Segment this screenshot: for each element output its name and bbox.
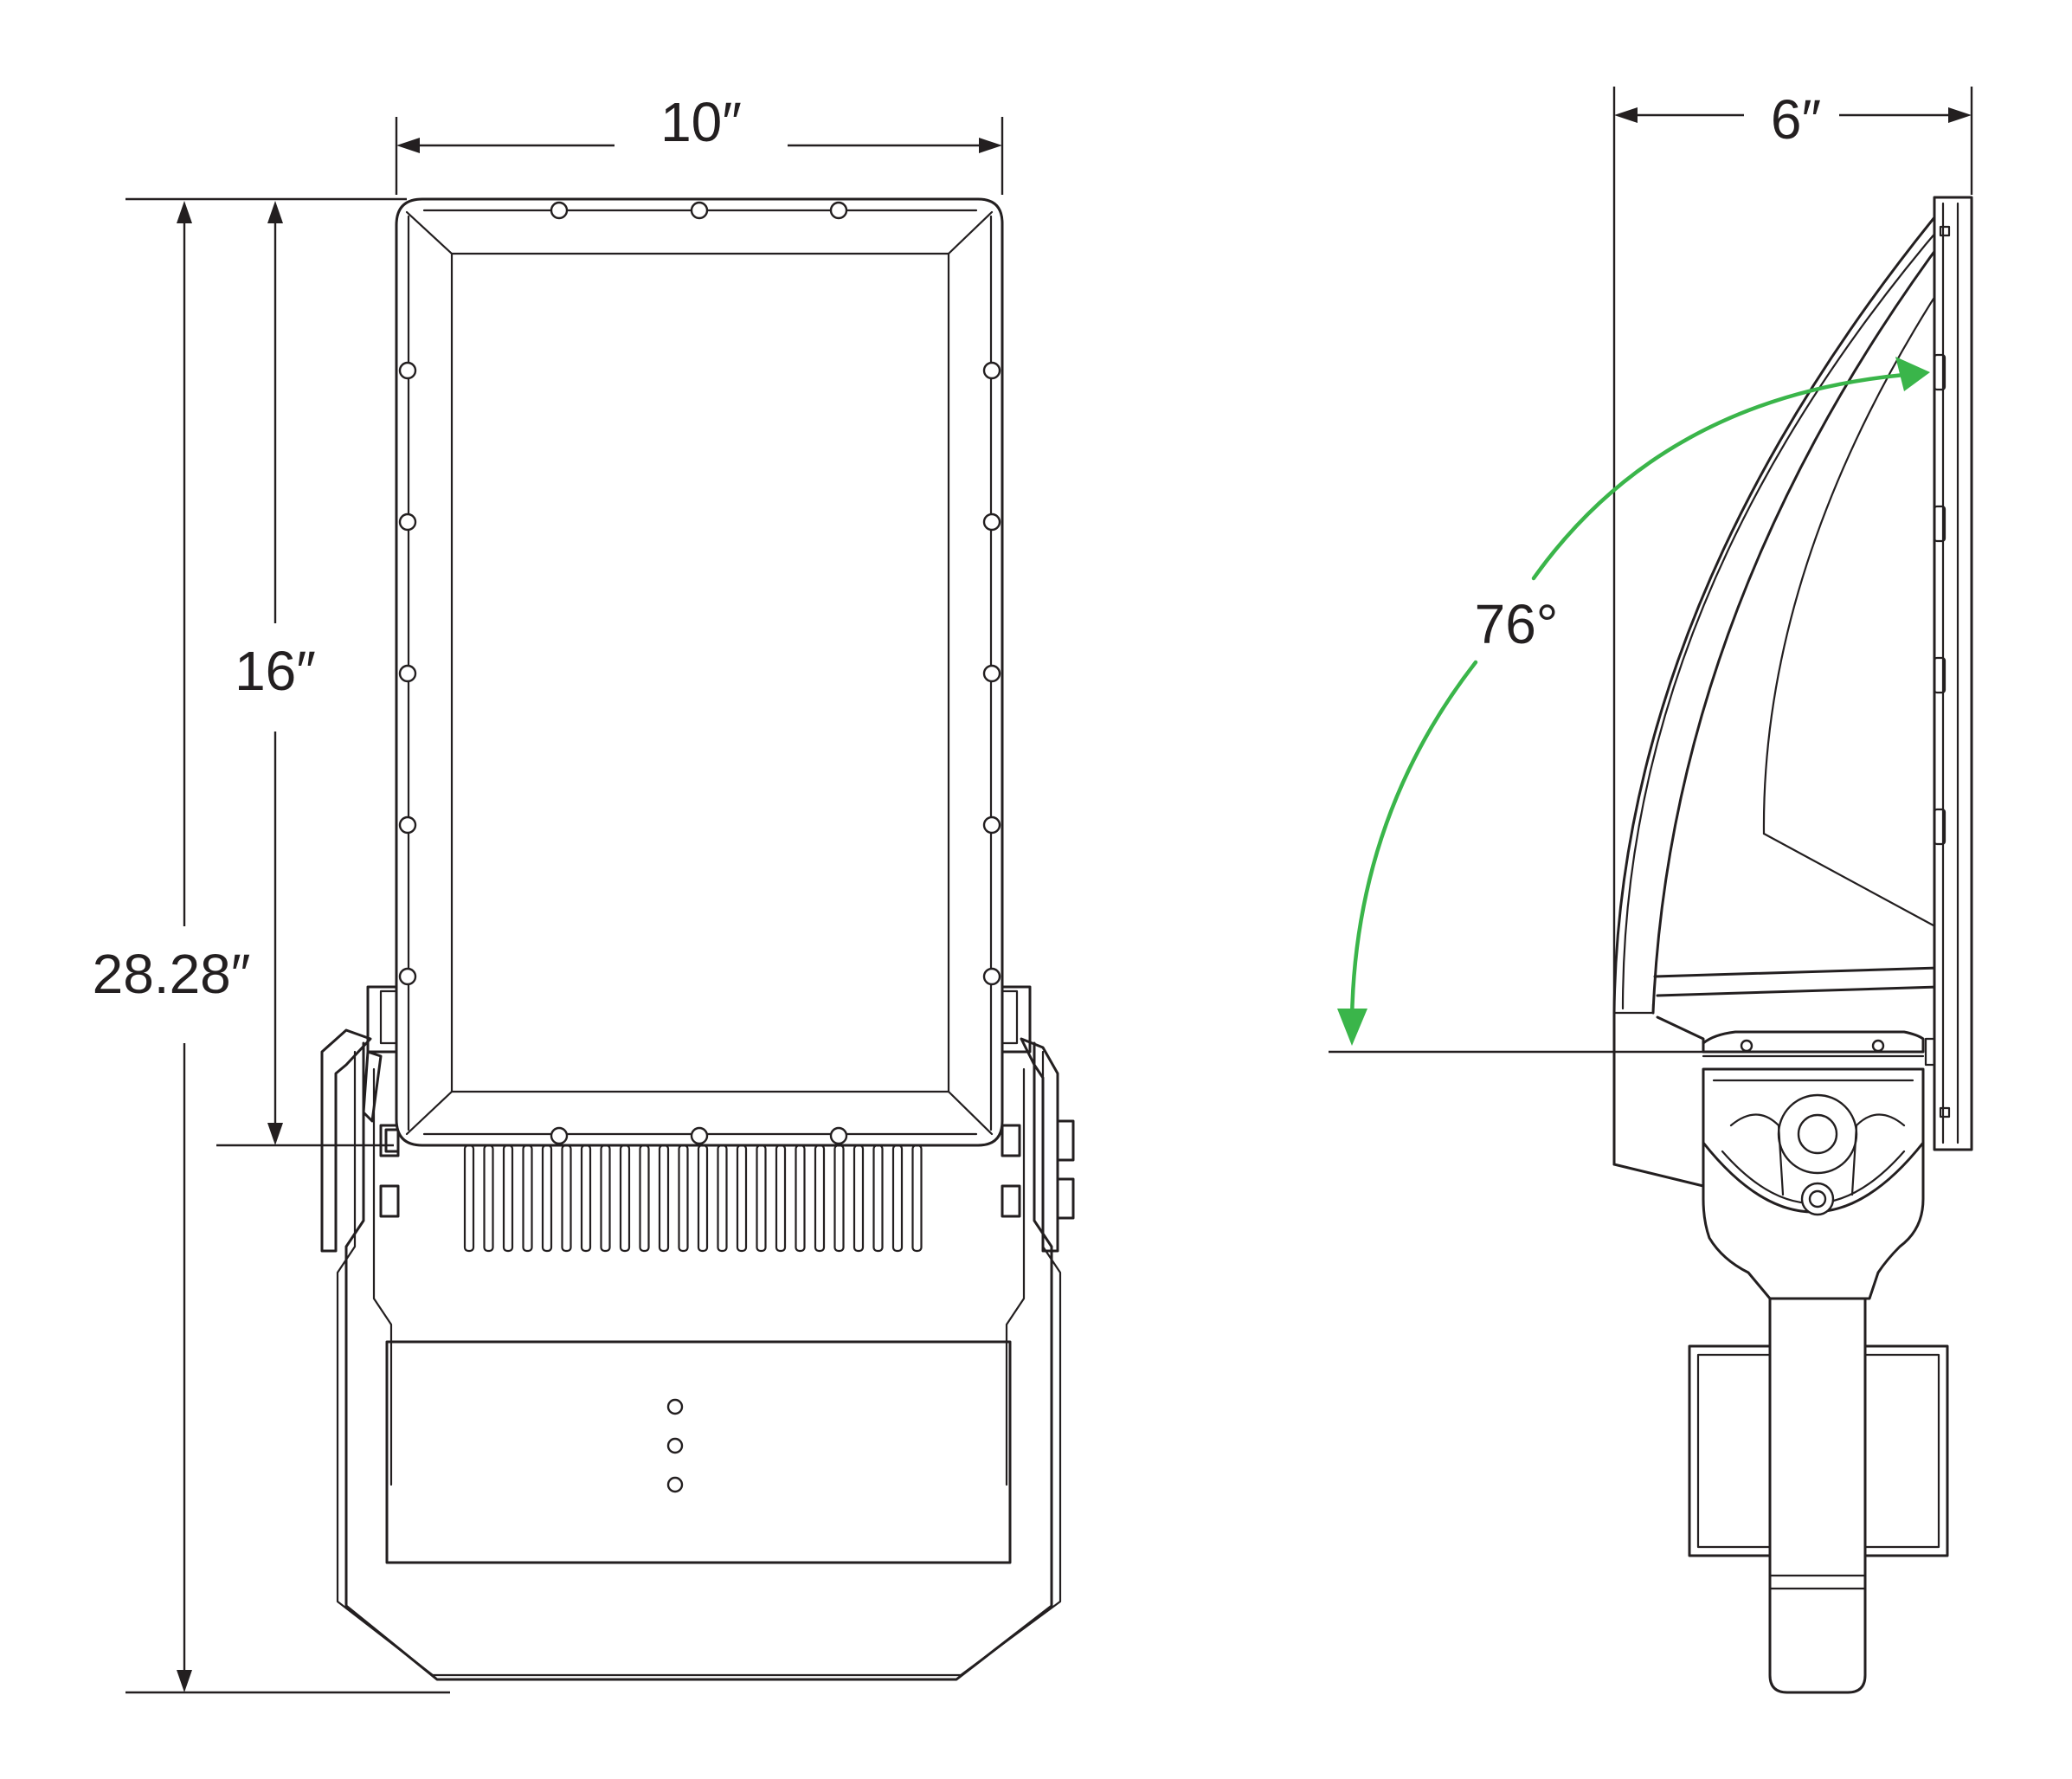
heat-sink-fin	[522, 1144, 533, 1253]
heat-sink-fin	[639, 1144, 650, 1253]
screw-hole	[690, 1126, 709, 1145]
screw-hole	[398, 815, 417, 835]
depth-label: 6″	[1771, 88, 1821, 151]
side-housing	[1612, 210, 1956, 1188]
fixture-housing	[395, 197, 1004, 1147]
depth-dimension: 6″	[1612, 87, 1973, 1164]
heat-sink-fins	[463, 1144, 923, 1253]
screw-hole	[982, 815, 1001, 835]
overall-height-label: 28.28″	[93, 943, 251, 1005]
heat-sink-fin	[678, 1144, 689, 1253]
lens-frame-tab	[1933, 505, 1947, 543]
mounting-arm	[1768, 1254, 1867, 1694]
screw-hole	[690, 201, 709, 220]
heat-sink-fin	[658, 1144, 670, 1253]
heat-sink-fin	[619, 1144, 631, 1253]
heat-sink-fin	[814, 1144, 826, 1253]
tilt-angle-indicator: 76°	[1329, 357, 1930, 1054]
lens-frame-tabs	[1933, 353, 1947, 846]
heat-sink-fin	[853, 1144, 865, 1253]
screw-hole	[398, 361, 417, 380]
heat-sink-fin	[541, 1144, 553, 1253]
lens-frame-tab	[1933, 808, 1947, 846]
heat-sink-fin	[697, 1144, 709, 1253]
heat-sink-fin	[463, 1144, 475, 1253]
screw-hole	[982, 512, 1001, 532]
screw-hole	[982, 967, 1001, 986]
frame-screw-holes	[398, 201, 1001, 1145]
heat-sink-fin	[833, 1144, 845, 1253]
tilt-angle-label: 76°	[1475, 593, 1559, 655]
heat-sink-fin	[911, 1144, 923, 1253]
heat-sink-fin	[872, 1144, 884, 1253]
front-view: 10″ 16″ 28.28″	[93, 91, 1075, 1694]
heat-sink-fin	[756, 1144, 767, 1253]
lens-frame-tab	[1933, 656, 1947, 694]
heat-sink-fin	[600, 1144, 611, 1253]
driver-box	[385, 1340, 1012, 1564]
width-label: 10″	[660, 91, 742, 153]
heat-sink-fin	[775, 1144, 787, 1253]
screw-hole	[550, 201, 569, 220]
heat-sink-fin	[736, 1144, 748, 1253]
screw-hole	[398, 664, 417, 683]
side-view: 6″ 76°	[1329, 87, 1973, 1694]
overall-height-dimension: 28.28″	[93, 197, 450, 1694]
heat-sink-fin	[561, 1144, 572, 1253]
right-side-bracket	[998, 985, 1075, 1253]
lens-frame	[1924, 196, 1973, 1151]
width-dimension: 10″	[395, 91, 1004, 195]
fixture-height-dimension: 16″	[216, 201, 394, 1147]
heat-sink-fin	[502, 1144, 514, 1253]
heat-sink-fin	[717, 1144, 728, 1253]
heat-sink-fin	[483, 1144, 494, 1253]
screw-hole	[982, 664, 1001, 683]
left-side-bracket	[320, 985, 400, 1253]
lens-frame-tab	[1933, 353, 1947, 391]
heat-sink-fin	[795, 1144, 806, 1253]
heat-sink-fin	[891, 1144, 904, 1253]
knuckle	[1702, 1067, 1925, 1300]
screw-hole	[550, 1126, 569, 1145]
fixture-height-label: 16″	[235, 640, 316, 702]
screw-hole	[829, 1126, 848, 1145]
screw-hole	[398, 512, 417, 532]
screw-hole	[398, 967, 417, 986]
screw-hole	[982, 361, 1001, 380]
screw-hole	[829, 201, 848, 220]
heat-sink-fin	[580, 1144, 592, 1253]
